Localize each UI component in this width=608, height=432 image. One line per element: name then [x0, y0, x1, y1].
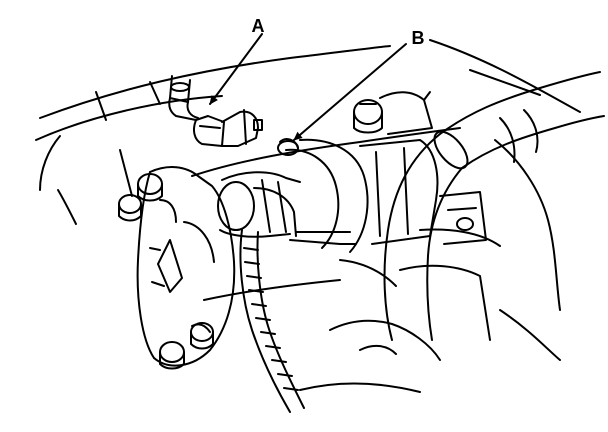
- bolt-icon: [354, 92, 432, 134]
- bolt-icon: [160, 342, 184, 369]
- engine-block-contour: [36, 46, 390, 224]
- leader-arrow-b: [294, 44, 406, 140]
- starter-motor-body: [192, 128, 486, 300]
- transmission-housing: [300, 40, 580, 392]
- solenoid-connector: [218, 172, 300, 237]
- connector-icon: [169, 76, 262, 146]
- bolt-icon: [119, 195, 141, 221]
- bolt-icon: [138, 174, 162, 201]
- hose-icon: [385, 72, 604, 340]
- callout-label-b: B: [412, 28, 425, 48]
- bolt-icon: [191, 323, 213, 349]
- leader-arrow-a: [210, 34, 262, 104]
- callout-label-a: A: [252, 16, 265, 36]
- starter-cable: [240, 230, 304, 412]
